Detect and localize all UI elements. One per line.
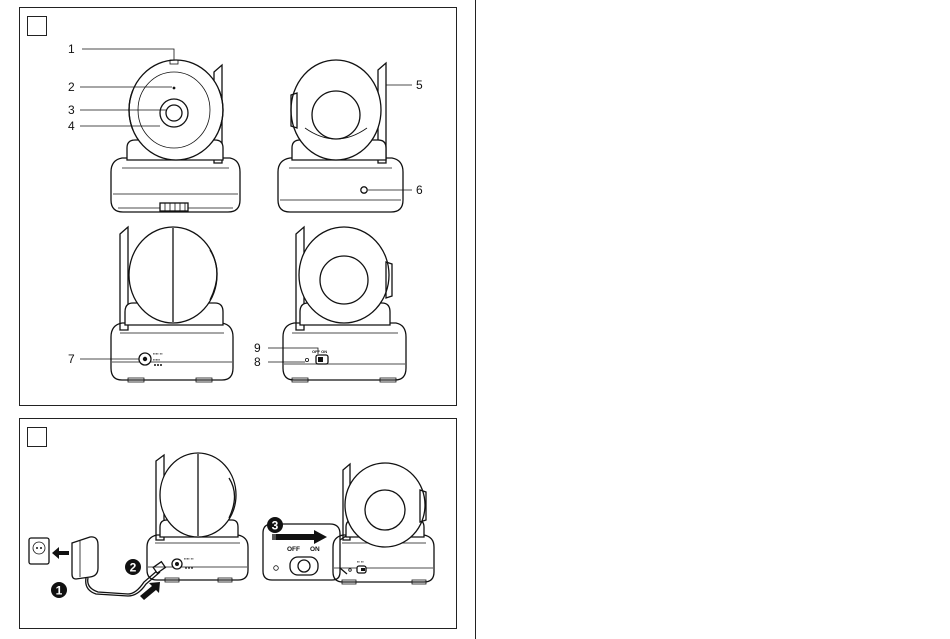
side-port-text: ▪▪▪▪ ▪▪ xyxy=(153,351,163,356)
callout-4: 4 xyxy=(68,119,75,133)
side-port-text-2: ▪▪▪▪▪ xyxy=(153,357,161,362)
switch-off-label: OFF xyxy=(287,546,300,553)
step-1-number: 1 xyxy=(56,584,63,598)
arrow-into-camera-port xyxy=(140,582,160,600)
callout-9: 9 xyxy=(254,341,261,355)
camera-b-rear-view: ▪▪ ▪▪ xyxy=(333,463,434,584)
front-grille xyxy=(160,203,188,211)
back-lens-cover xyxy=(312,91,360,139)
rear-lens-cover xyxy=(320,256,368,304)
callout-5: 5 xyxy=(416,78,423,92)
switch-on-label: ON xyxy=(310,546,320,553)
callout-7: 7 xyxy=(68,352,75,366)
step-3-number: 3 xyxy=(272,519,279,533)
step-2-number: 2 xyxy=(130,561,137,575)
callout-6: 6 xyxy=(416,183,423,197)
step-1-badge: 1 xyxy=(51,582,67,598)
step-3-badge: 3 xyxy=(267,517,283,533)
callout-8: 8 xyxy=(254,355,261,369)
wall-socket xyxy=(29,538,49,564)
callout-2: 2 xyxy=(68,80,75,94)
front-lens xyxy=(166,105,182,121)
front-mic-dot xyxy=(173,87,176,90)
rear-led xyxy=(305,358,308,361)
callout-3: 3 xyxy=(68,103,75,117)
camera-rear-port-view: OFF ON xyxy=(283,227,406,382)
camera-front-view xyxy=(111,60,240,212)
back-reset-hole xyxy=(361,187,367,193)
rear-switch-text: OFF ON xyxy=(312,349,327,354)
camera-b-switch-text: ▪▪ ▪▪ xyxy=(357,559,364,564)
camera-b-port-text: ▪▪▪▪ ▪▪ xyxy=(184,556,194,561)
step-2-badge: 2 xyxy=(125,559,141,575)
arrow-into-socket xyxy=(52,547,69,559)
camera-back-view xyxy=(278,60,403,212)
callout-1: 1 xyxy=(68,42,75,56)
